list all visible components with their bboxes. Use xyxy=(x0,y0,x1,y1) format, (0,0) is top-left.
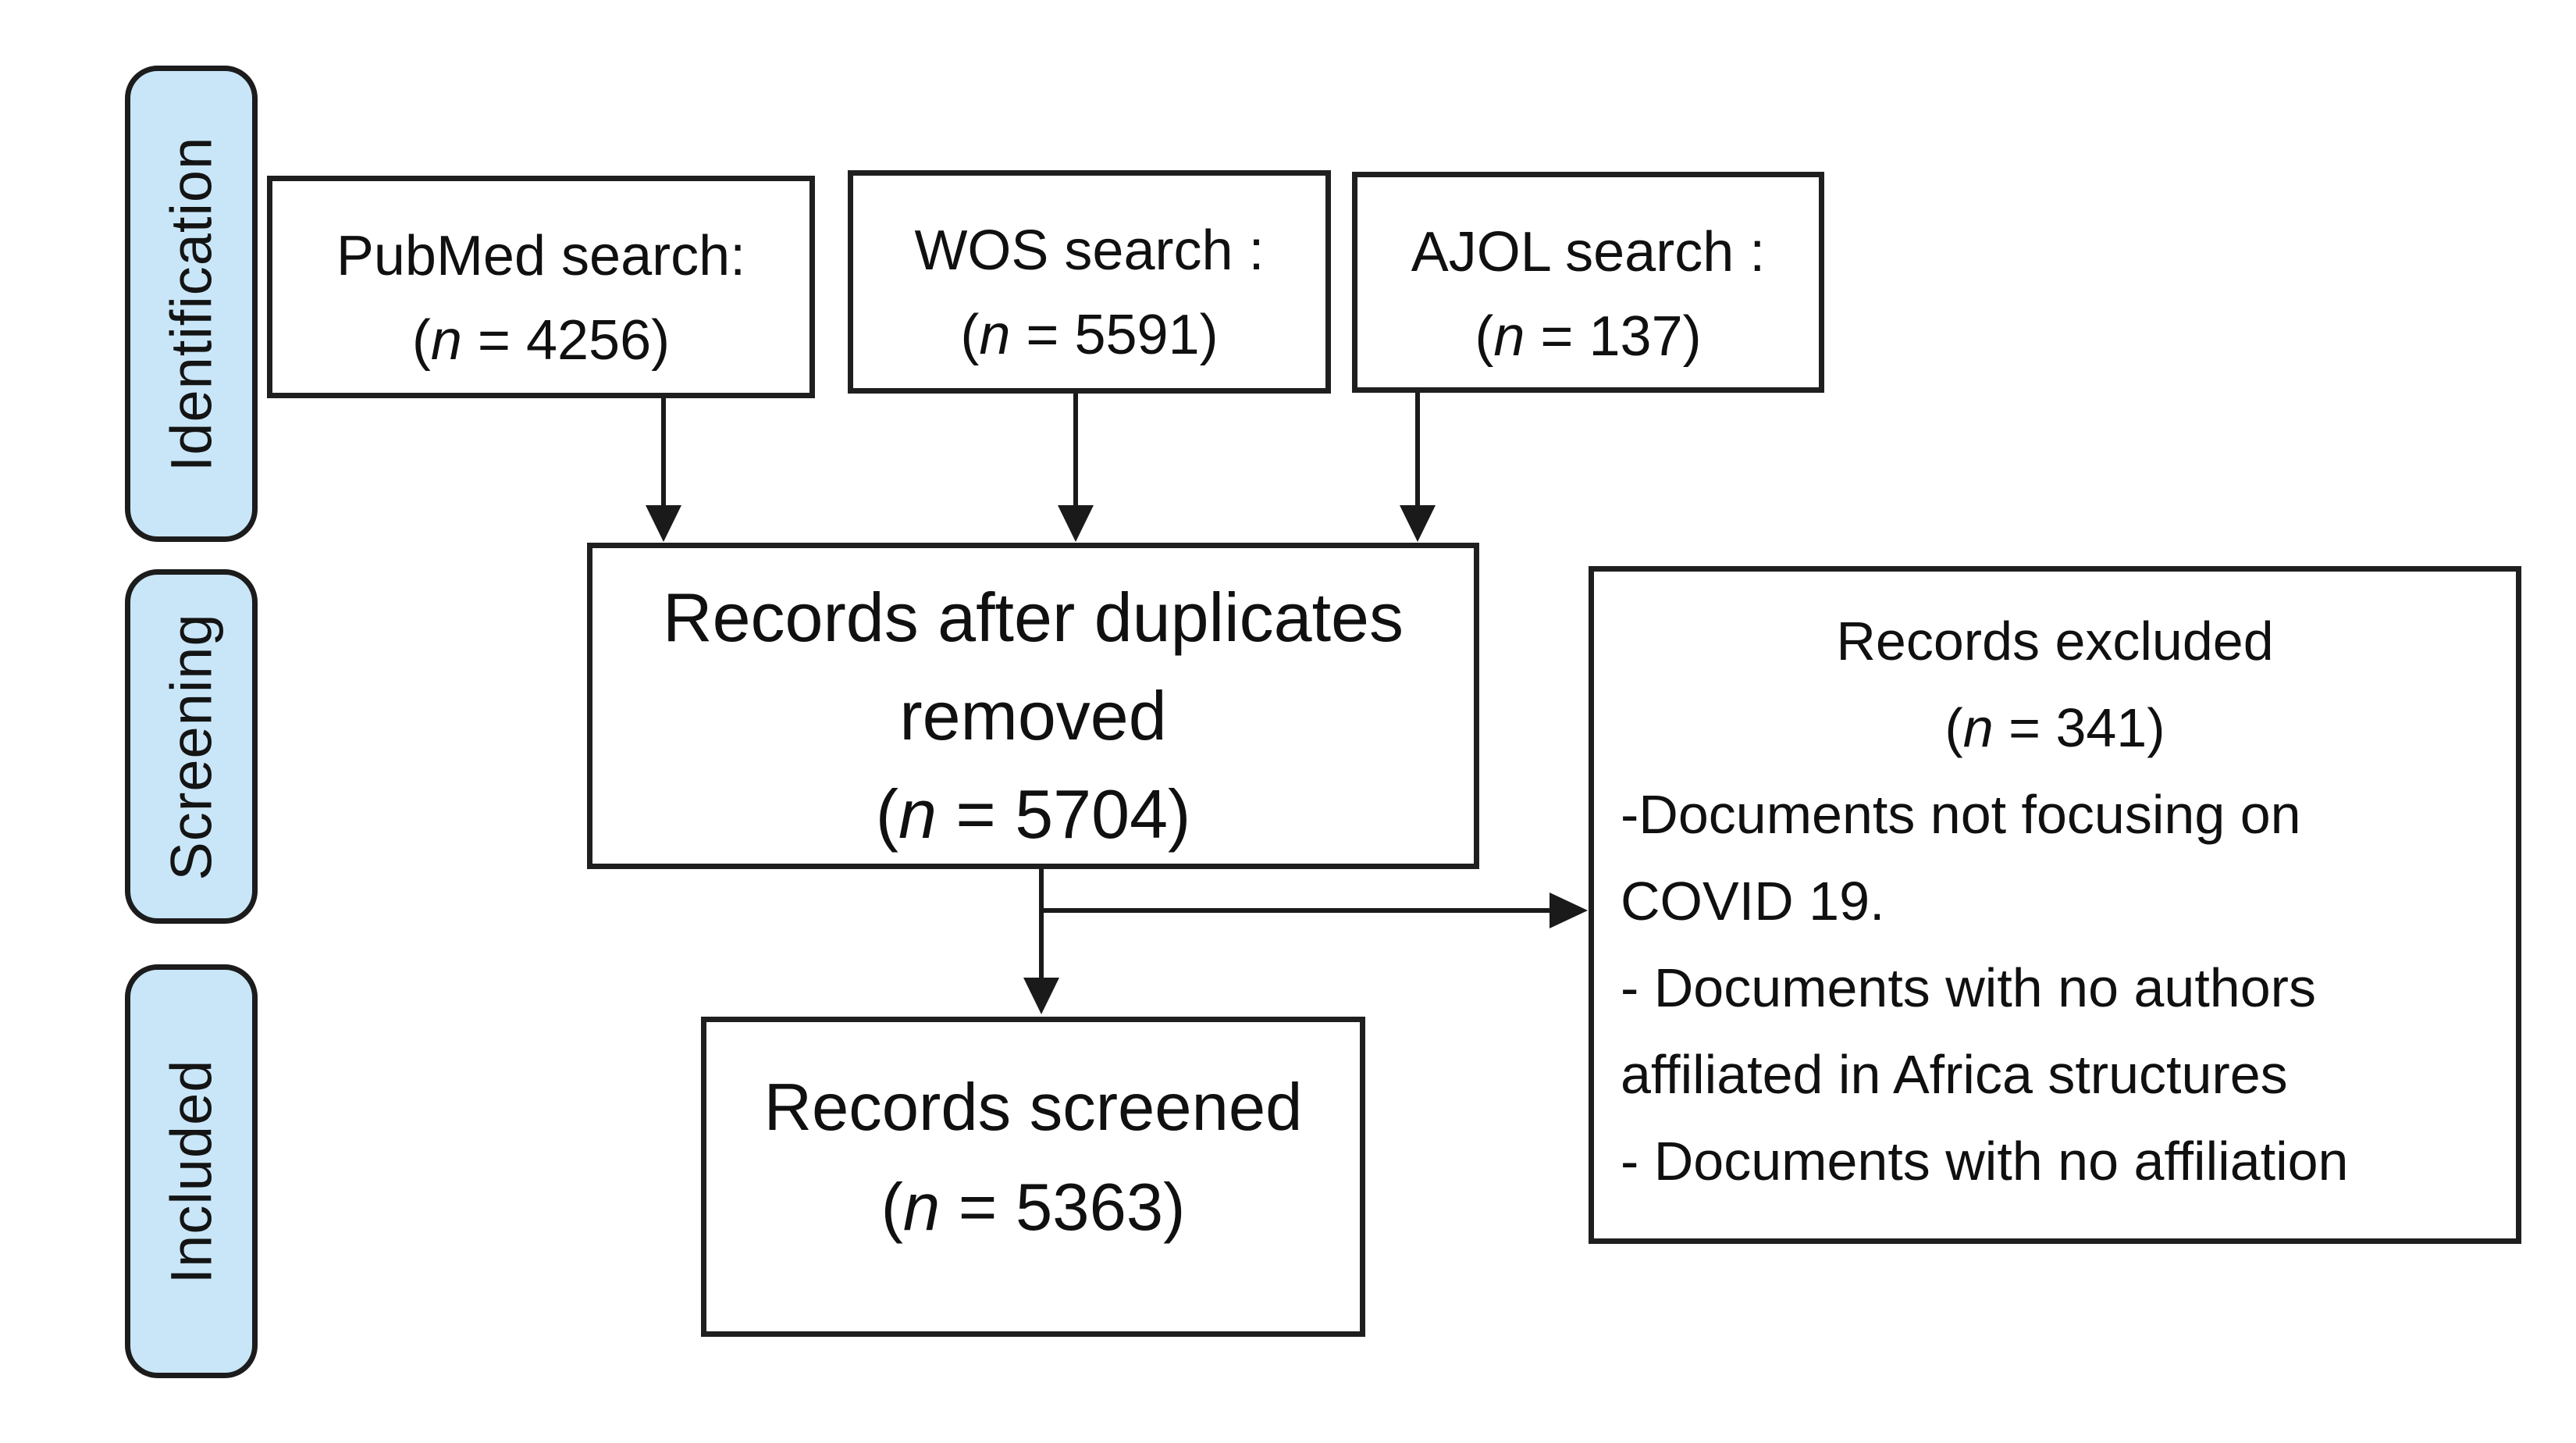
duplicates-count-open-paren: ( xyxy=(875,775,898,853)
pubmed-search-label: PubMed search: xyxy=(336,225,746,287)
stage-tab-screening-label: Screening xyxy=(158,612,224,881)
screened-count-value: = 5363) xyxy=(940,1170,1186,1245)
exclusion-reason-not-covid: -Documents not focusing on COVID 19. xyxy=(1621,784,2301,932)
records-screened-box: Records screened (n = 5363) xyxy=(701,1017,1365,1337)
records-screened-count: (n = 5363) xyxy=(706,1158,1360,1258)
exclusion-reason-no-africa-authors: - Documents with no authors affiliated i… xyxy=(1621,957,2316,1105)
ajol-count-open-paren: ( xyxy=(1475,305,1494,368)
ajol-search-count: (n = 137) xyxy=(1357,294,1819,379)
records-screened-label: Records screened xyxy=(763,1071,1303,1145)
records-excluded-box: Records excluded (n = 341) -Documents no… xyxy=(1589,566,2521,1244)
arrow-down-icon xyxy=(1400,505,1436,542)
ajol-count-value: = 137) xyxy=(1525,305,1702,368)
arrow-down-icon xyxy=(1023,978,1059,1014)
pubmed-search-count: (n = 4256) xyxy=(272,298,809,383)
ajol-search-label: AJOL search : xyxy=(1411,221,1766,283)
screened-count-open-paren: ( xyxy=(881,1170,903,1245)
wos-search-box: WOS search : (n = 5591) xyxy=(848,170,1331,394)
arrow-screened-line xyxy=(1039,869,1044,979)
excluded-count-variable: n xyxy=(1962,697,1994,758)
ajol-search-box: AJOL search : (n = 137) xyxy=(1352,172,1824,393)
wos-count-variable: n xyxy=(979,304,1011,366)
wos-search-count: (n = 5591) xyxy=(853,293,1325,377)
stage-tab-included: Included xyxy=(125,964,258,1378)
records-after-duplicates-title: Records after duplicates removed xyxy=(663,579,1404,754)
duplicates-count-value: = 5704) xyxy=(936,775,1191,853)
stage-tab-included-label: Included xyxy=(158,1059,224,1284)
pubmed-count-open-paren: ( xyxy=(411,309,431,372)
arrow-down-icon xyxy=(646,505,681,542)
arrow-ajol-line xyxy=(1415,393,1420,507)
records-after-duplicates-count: (n = 5704) xyxy=(592,765,1474,864)
arrow-excluded-line xyxy=(1041,908,1551,913)
wos-count-value: = 5591) xyxy=(1010,304,1219,366)
arrow-wos-line xyxy=(1073,394,1078,507)
stage-tab-screening: Screening xyxy=(125,569,258,924)
screened-count-variable: n xyxy=(902,1170,941,1245)
arrow-pubmed-line xyxy=(661,398,666,507)
stage-tab-identification: Identification xyxy=(125,66,258,542)
wos-count-open-paren: ( xyxy=(960,304,980,366)
stage-tab-identification-label: Identification xyxy=(158,136,224,472)
pubmed-search-box: PubMed search: (n = 4256) xyxy=(267,176,815,398)
pubmed-count-variable: n xyxy=(430,309,462,372)
duplicates-count-variable: n xyxy=(898,775,937,853)
records-after-duplicates-box: Records after duplicates removed (n = 57… xyxy=(587,543,1479,869)
exclusion-reason-no-affiliation: - Documents with no affiliation xyxy=(1621,1131,2349,1192)
wos-search-label: WOS search : xyxy=(914,219,1265,282)
arrow-right-icon xyxy=(1550,893,1588,928)
arrow-down-icon xyxy=(1058,505,1094,542)
records-excluded-title: Records excluded xyxy=(1836,611,2274,672)
ajol-count-variable: n xyxy=(1493,305,1525,368)
pubmed-count-value: = 4256) xyxy=(461,309,671,372)
excluded-count-value: = 341) xyxy=(1993,697,2165,758)
excluded-count-open-paren: ( xyxy=(1944,697,1963,758)
records-excluded-count: (n = 341) xyxy=(1621,685,2489,771)
